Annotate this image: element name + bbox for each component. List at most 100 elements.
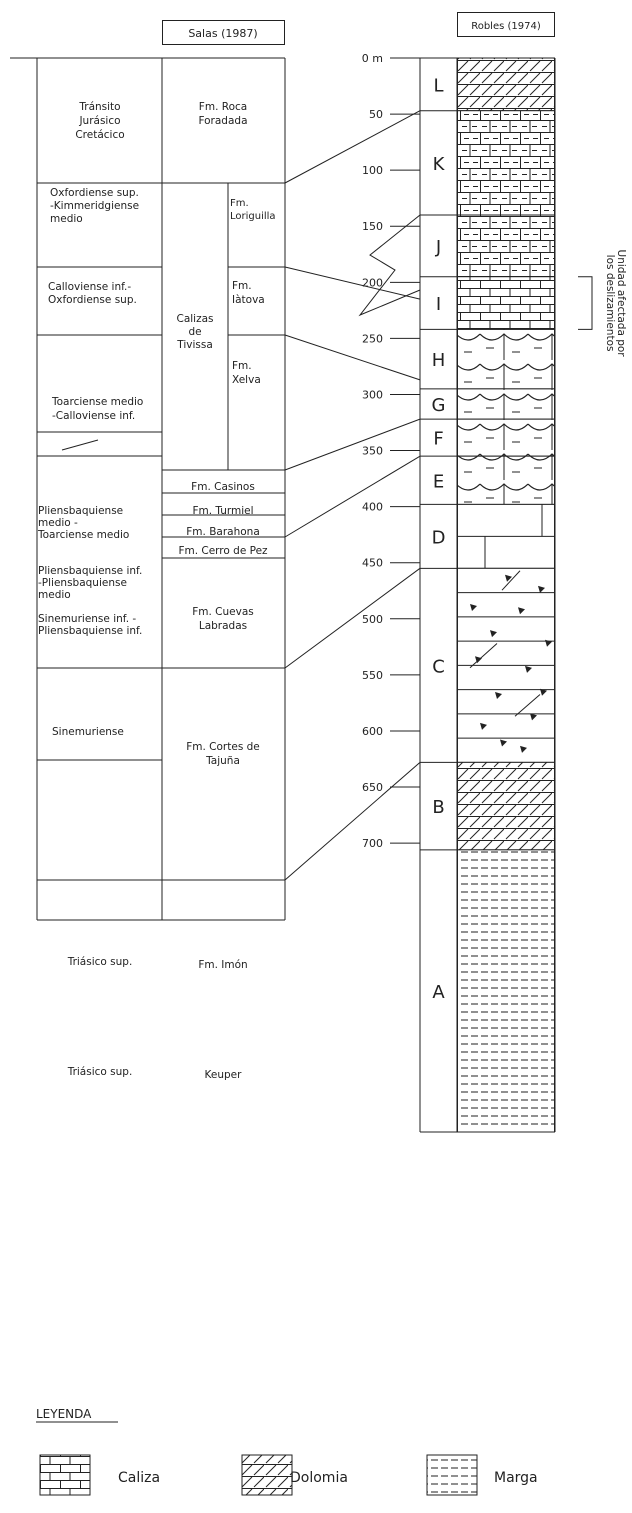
legend-label: Marga (494, 1470, 538, 1486)
stage-label-line: Tránsito (78, 101, 120, 113)
lithology-nodular (457, 388, 555, 420)
correlation-line (284, 334, 421, 381)
unit-letter: H (432, 350, 446, 371)
depth-label: 700 (362, 837, 383, 850)
formation-label-line: Loriguilla (230, 211, 276, 222)
clast-mark (470, 604, 477, 612)
depth-label: 250 (362, 332, 383, 345)
depth-label: 0 m (362, 52, 383, 65)
depth-label: 50 (369, 108, 383, 121)
clast-mark (480, 722, 487, 730)
side-note: Unidad afectada por (615, 250, 627, 358)
formation-label-line: Fm. Turmiel (192, 505, 253, 517)
clast-mark (540, 688, 547, 696)
unit-letter: G (432, 395, 446, 416)
lithology-dolomia (457, 761, 555, 851)
depth-label: 450 (362, 557, 383, 570)
legend-swatch-dolomia (241, 1454, 293, 1496)
stage-label-line: Oxfordiense sup. (48, 294, 137, 306)
unit-letter: E (433, 471, 444, 492)
correlation-line (284, 110, 421, 184)
clast-mark (495, 692, 502, 700)
stage-label-line: -Kimmeridgiense (50, 200, 139, 212)
clast-mark (545, 639, 552, 647)
legend-label: Caliza (118, 1470, 160, 1486)
formation-label-line: Fm. Roca (199, 101, 247, 113)
clast-mark (520, 745, 527, 753)
legend-label: Dolomia (290, 1470, 348, 1486)
depth-label: 650 (362, 781, 383, 794)
stage-label-line: Triásico sup. (67, 956, 133, 968)
formation-label-line: Foradada (198, 115, 247, 127)
depth-label: 550 (362, 669, 383, 682)
lithology-marga (457, 849, 555, 1133)
depth-label: 350 (362, 445, 383, 458)
unit-letter: A (432, 982, 445, 1003)
formation-label-line: Fm. Barahona (186, 526, 260, 538)
lithology-dolomia (457, 57, 555, 112)
clast-mark (530, 713, 537, 721)
formation-label-line: Fm. Casinos (191, 481, 255, 493)
stage-label-line: Toarciense medio (37, 529, 129, 541)
lithology-nodular (457, 455, 555, 505)
clast-mark (525, 665, 532, 673)
stage-label-line: -Pliensbaquiense (38, 577, 127, 589)
unit-letter: L (433, 75, 443, 96)
unit-letter: F (433, 429, 443, 450)
clast-mark (490, 630, 497, 638)
interfingering-line (358, 214, 421, 317)
lithology-caliza-marga (457, 110, 555, 216)
clast-mark (505, 574, 512, 582)
formation-label-line: Iàtova (232, 294, 265, 306)
formation-label-line: Fm. Cerro de Pez (178, 545, 268, 557)
stage-label-line: medio - (38, 517, 78, 529)
correlation-line (284, 266, 421, 300)
depth-label: 100 (362, 164, 383, 177)
stage-label-line: Sinemuriense (52, 726, 124, 738)
formation-label-line: de (188, 326, 201, 338)
depth-label: 200 (362, 276, 383, 289)
stage-label-line: Pliensbaquiense inf. (38, 565, 142, 577)
correlation-line (284, 418, 421, 471)
stage-label-line: medio (38, 589, 71, 601)
depth-label: 500 (362, 613, 383, 626)
salas-header-box (162, 20, 285, 45)
formation-label-line: Fm. (232, 360, 252, 372)
lithology-nodular (457, 328, 555, 390)
lithology-caliza-marga (457, 214, 555, 278)
formation-label-line: Tajuña (205, 755, 240, 767)
formation-label-line: Tivissa (176, 339, 213, 351)
stage-label-line: Jurásico (78, 115, 120, 127)
stage-label-line: Cretácico (75, 129, 124, 141)
stage-label-line: Toarciense medio (51, 396, 143, 408)
unit-letter: J (435, 237, 441, 258)
clast-mark (500, 739, 507, 747)
stage-label-line: Triásico sup. (67, 1066, 133, 1078)
formation-label-line: Fm. (230, 198, 249, 209)
oblique-line (469, 643, 498, 669)
formation-label-line: Fm. Imón (198, 959, 247, 971)
formation-label-line: Labradas (199, 620, 247, 632)
formation-label-line: Calizas (176, 313, 213, 325)
correlation-line (284, 761, 421, 881)
lithology-nodular (457, 418, 555, 457)
unit-letter: B (432, 797, 444, 818)
legend-swatch-caliza (39, 1454, 91, 1496)
stage-label-line: -Calloviense inf. (52, 410, 135, 422)
robles-header-box (457, 12, 555, 37)
formation-label-line: Fm. Cuevas (192, 606, 254, 618)
affected-unit-bracket (578, 276, 593, 330)
fault-mark (61, 439, 99, 451)
depth-label: 600 (362, 725, 383, 738)
depth-label: 300 (362, 388, 383, 401)
stage-label-line: Oxfordiense sup. (50, 187, 139, 199)
clast-mark (518, 607, 525, 615)
legend-swatch-marga (426, 1454, 478, 1496)
stage-label-line: medio (50, 213, 83, 225)
stage-label-line: Pliensbaquiense (38, 505, 123, 517)
unit-letter: D (432, 527, 446, 548)
unit-letter: I (436, 294, 441, 315)
depth-label: 150 (362, 220, 383, 233)
formation-label-line: Fm. Cortes de (186, 741, 260, 753)
